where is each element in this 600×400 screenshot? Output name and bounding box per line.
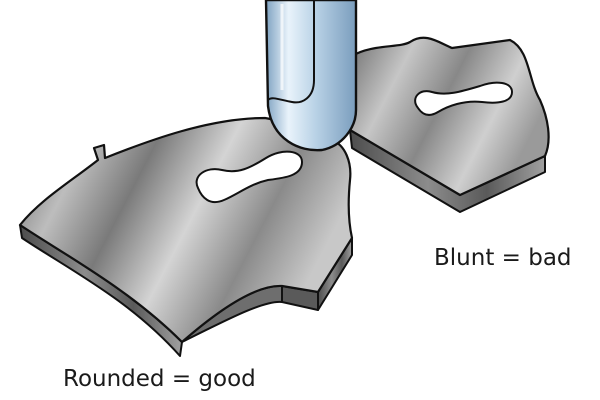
rounded-cutter-plate — [18, 116, 354, 357]
blunt-label: Blunt = bad — [434, 245, 572, 271]
rod-body — [264, 0, 358, 152]
rounded-keyhole-slot — [195, 150, 304, 204]
sharpening-rod — [264, 0, 358, 152]
blunt-keyhole-slot — [414, 81, 514, 116]
blunt-cutter-plate — [345, 36, 550, 213]
rod-fold-line — [267, 0, 315, 104]
rounded-plate-top — [18, 116, 354, 344]
rounded-label: Rounded = good — [63, 366, 256, 392]
